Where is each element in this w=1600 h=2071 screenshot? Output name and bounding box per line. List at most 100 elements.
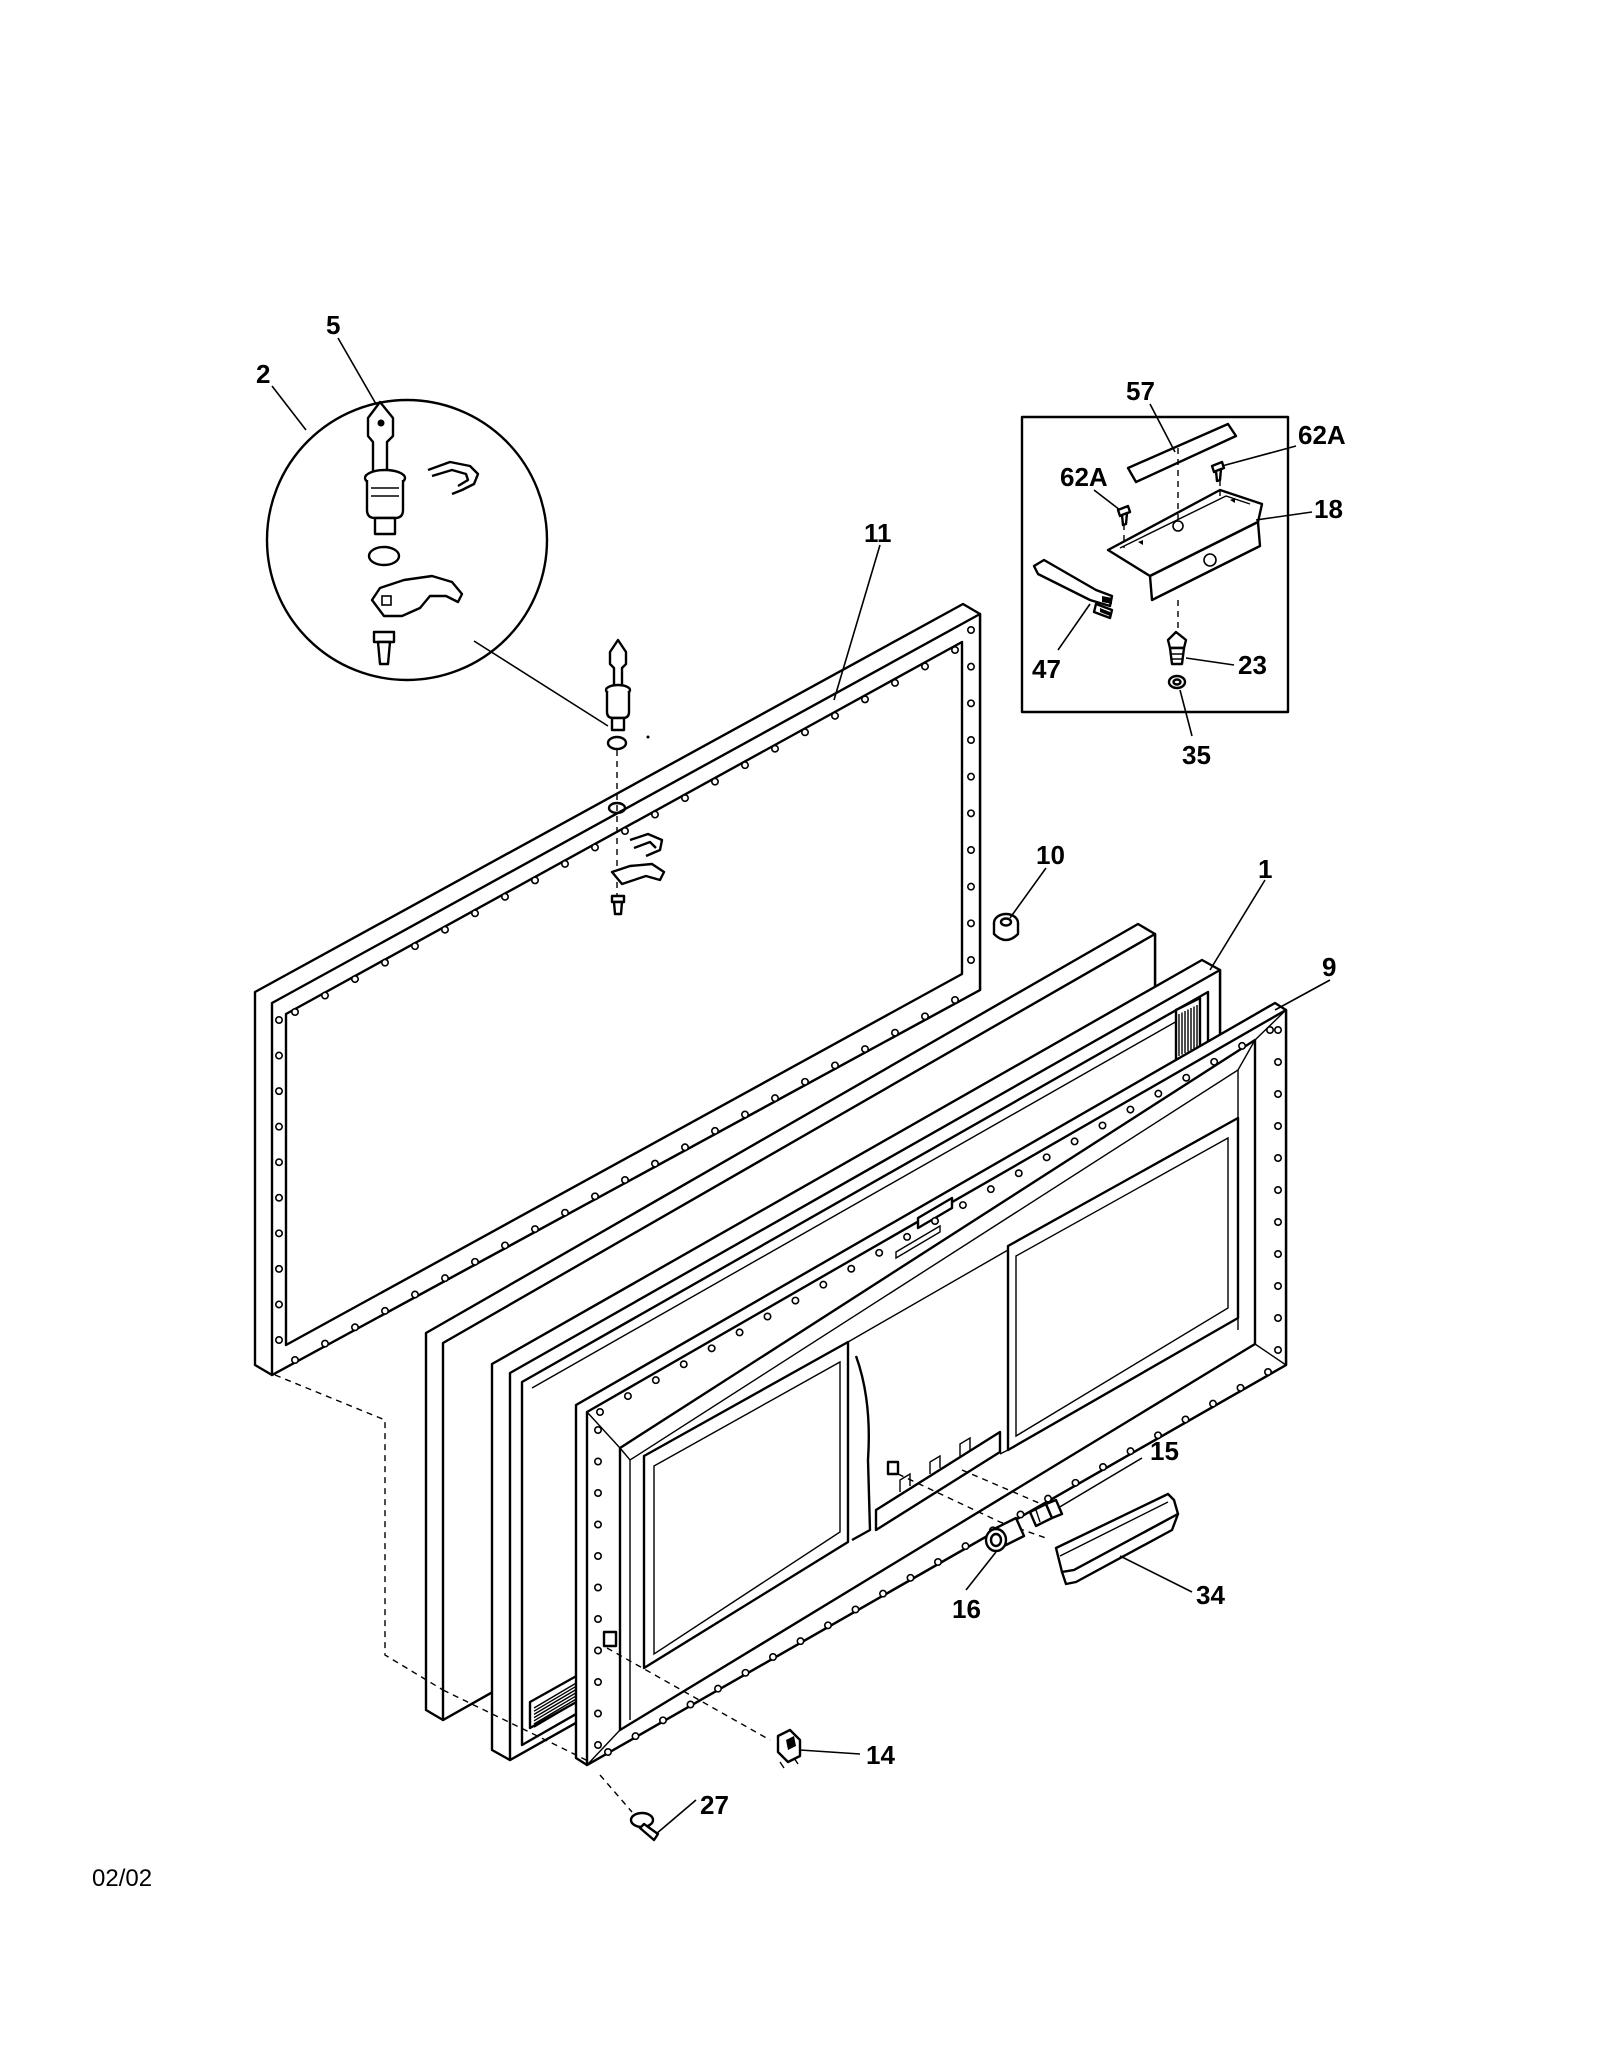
fastener-hole bbox=[290, 1007, 299, 1016]
fastener-hole bbox=[847, 1264, 856, 1273]
fastener-hole bbox=[500, 892, 509, 901]
fastener-hole bbox=[658, 1716, 667, 1725]
fastener-hole bbox=[930, 1217, 939, 1226]
door-panel bbox=[574, 1001, 1288, 1767]
fastener-hole bbox=[1236, 1383, 1245, 1392]
callout-2: 2 bbox=[256, 359, 270, 389]
lock-clip bbox=[427, 460, 480, 496]
label-strip-57 bbox=[1126, 422, 1238, 484]
fastener-hole bbox=[593, 1741, 602, 1750]
fastener-hole bbox=[920, 662, 929, 671]
fastener-hole bbox=[410, 1290, 419, 1299]
fastener-hole bbox=[274, 1051, 283, 1060]
fastener-hole bbox=[890, 1028, 899, 1037]
lamp-cover-34 bbox=[1054, 1492, 1180, 1586]
fastener-hole bbox=[860, 1045, 869, 1054]
callout-14: 14 bbox=[866, 1740, 895, 1770]
callout-5: 5 bbox=[326, 310, 340, 340]
fastener-hole bbox=[933, 1558, 942, 1567]
fastener-hole bbox=[1154, 1089, 1163, 1098]
fastener-hole bbox=[1274, 1026, 1283, 1035]
fastener-hole bbox=[851, 1605, 860, 1614]
fastener-hole bbox=[1070, 1137, 1079, 1146]
fastener-hole bbox=[1099, 1463, 1108, 1472]
fastener-hole bbox=[830, 711, 839, 720]
fastener-hole bbox=[620, 1176, 629, 1185]
fastener-hole bbox=[950, 995, 959, 1004]
fastener-hole bbox=[593, 1678, 602, 1687]
lock-cam bbox=[370, 574, 464, 618]
fastener-hole bbox=[530, 1225, 539, 1234]
fastener-hole bbox=[1274, 1090, 1283, 1099]
fastener-hole bbox=[966, 662, 975, 671]
fastener-hole bbox=[620, 826, 629, 835]
fastener-hole bbox=[966, 882, 975, 891]
grille-slat bbox=[533, 1684, 579, 1712]
fastener-hole bbox=[707, 1344, 716, 1353]
fastener-hole bbox=[380, 1306, 389, 1315]
fastener-hole bbox=[320, 991, 329, 1000]
fastener-hole bbox=[593, 1615, 602, 1624]
fastener-hole bbox=[1274, 1122, 1283, 1131]
fastener-hole bbox=[740, 1110, 749, 1119]
screw-62A-right bbox=[1210, 460, 1226, 483]
callout-15: 15 bbox=[1150, 1436, 1179, 1466]
screw-27 bbox=[629, 1811, 660, 1842]
fastener-hole bbox=[768, 1653, 777, 1662]
callout-47: 47 bbox=[1032, 654, 1061, 684]
fastener-hole bbox=[966, 845, 975, 854]
fastener-hole bbox=[680, 1143, 689, 1152]
fastener-hole bbox=[593, 1709, 602, 1718]
fastener-hole bbox=[1274, 1314, 1283, 1323]
fastener-hole bbox=[440, 1274, 449, 1283]
date-code: 02/02 bbox=[92, 1865, 152, 1892]
fastener-hole bbox=[593, 1457, 602, 1466]
callout-10: 10 bbox=[1036, 840, 1065, 870]
fastener-hole bbox=[961, 1542, 970, 1551]
fastener-hole bbox=[1210, 1057, 1219, 1066]
fastener-hole bbox=[560, 1208, 569, 1217]
fastener-hole bbox=[593, 1520, 602, 1529]
o-ring bbox=[367, 545, 401, 567]
fastener-hole bbox=[623, 1392, 632, 1401]
fastener-hole bbox=[740, 761, 749, 770]
fastener-hole bbox=[593, 1489, 602, 1498]
callout-57: 57 bbox=[1126, 376, 1155, 406]
fastener-hole bbox=[1182, 1073, 1191, 1082]
fastener-hole bbox=[860, 695, 869, 704]
grille-slat bbox=[533, 1700, 579, 1728]
fastener-hole bbox=[679, 1360, 688, 1369]
fastener-hole bbox=[1274, 1186, 1283, 1195]
callout-9: 9 bbox=[1322, 952, 1336, 982]
fastener-hole bbox=[1181, 1415, 1190, 1424]
fastener-hole bbox=[274, 1087, 283, 1096]
fastener-hole bbox=[986, 1185, 995, 1194]
callout-62A-left: 62A bbox=[1060, 462, 1108, 492]
vent-grille-top bbox=[1174, 996, 1202, 1062]
fastener-hole bbox=[590, 843, 599, 852]
fastener-hole bbox=[593, 1646, 602, 1655]
lock-cylinder bbox=[363, 468, 407, 536]
fastener-hole bbox=[290, 1356, 299, 1365]
fastener-hole bbox=[593, 1552, 602, 1561]
fastener-hole bbox=[631, 1732, 640, 1741]
fastener-hole bbox=[1016, 1510, 1025, 1519]
screw-62A-left bbox=[1116, 504, 1132, 527]
fastener-hole bbox=[906, 1573, 915, 1582]
fastener-hole bbox=[800, 1077, 809, 1086]
fastener-hole bbox=[274, 1193, 283, 1202]
fastener-hole bbox=[1266, 1026, 1275, 1035]
fastener-hole bbox=[1274, 1282, 1283, 1291]
fastener-hole bbox=[710, 777, 719, 786]
fastener-hole bbox=[350, 975, 359, 984]
fastener-hole bbox=[593, 1426, 602, 1435]
fastener-hole bbox=[1274, 1218, 1283, 1227]
lock-screw bbox=[372, 630, 396, 666]
fastener-hole bbox=[470, 909, 479, 918]
fastener-hole bbox=[958, 1201, 967, 1210]
fastener-hole bbox=[950, 645, 959, 654]
fastener-hole bbox=[770, 1094, 779, 1103]
plug-15 bbox=[1028, 1498, 1064, 1528]
fastener-hole bbox=[966, 735, 975, 744]
